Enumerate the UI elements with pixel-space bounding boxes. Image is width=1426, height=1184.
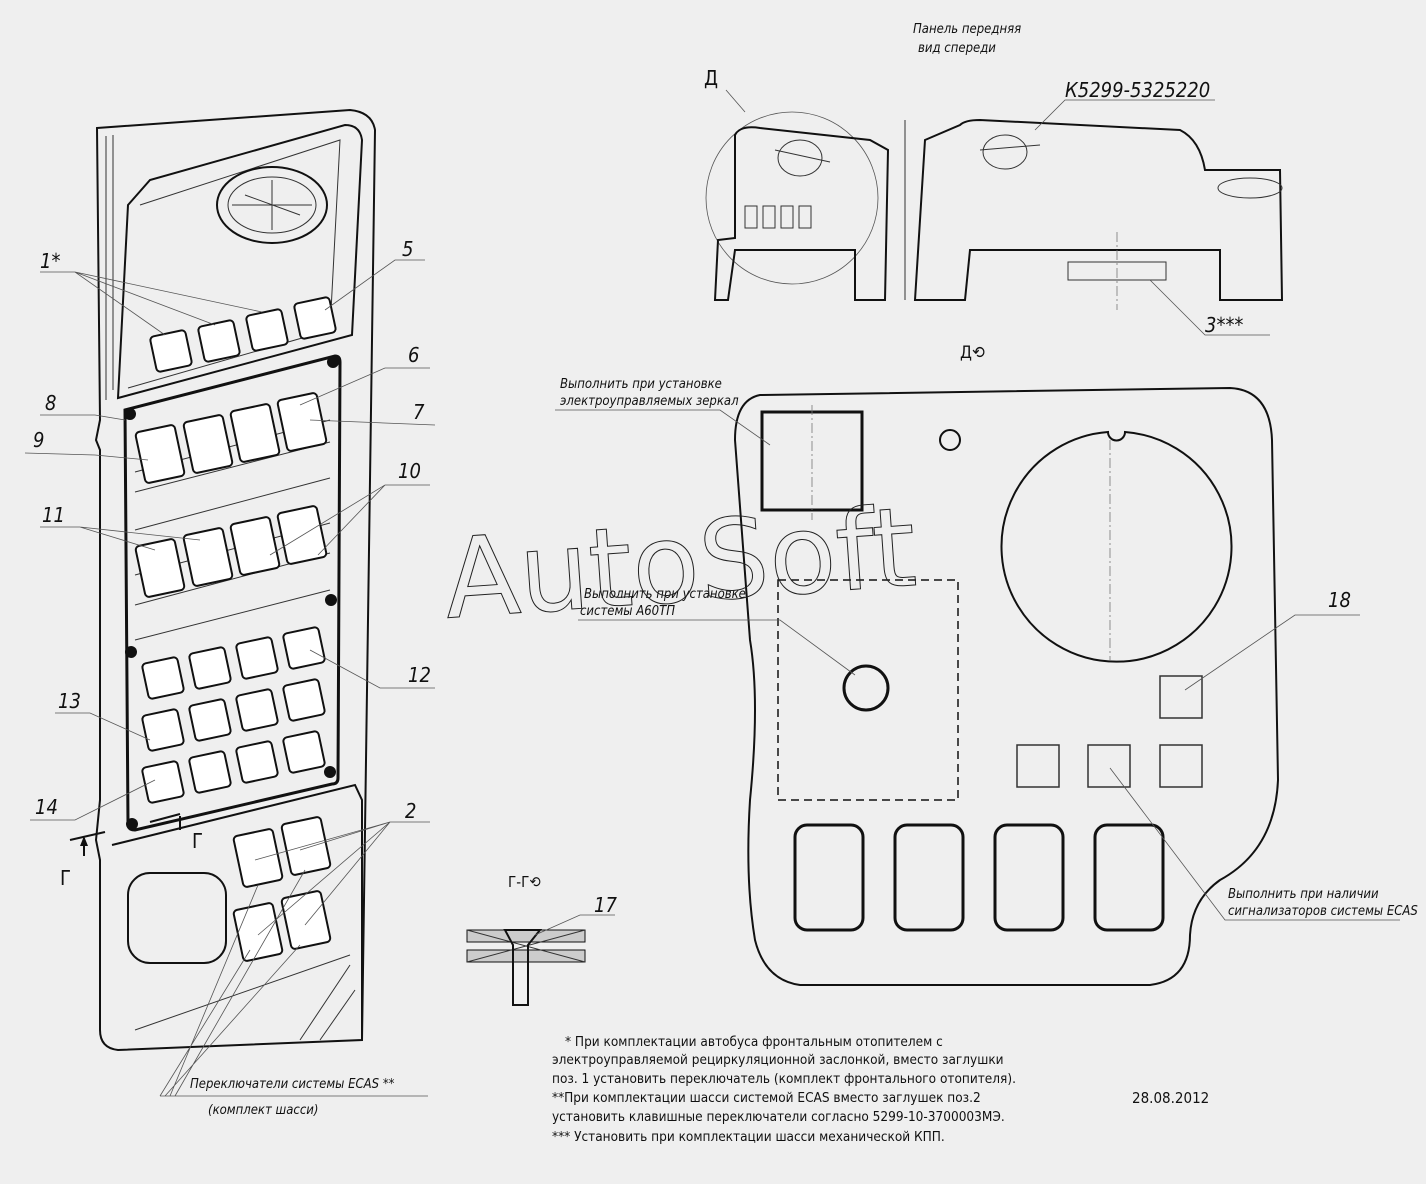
svg-text:9: 9 [33, 428, 44, 452]
svg-text:5: 5 [402, 237, 413, 261]
watermark: AutoSoft [440, 483, 920, 644]
logo-emblem [216, 166, 328, 244]
ecas-plug-3 [232, 902, 284, 962]
svg-text:14: 14 [35, 795, 58, 819]
svg-text:Выполнить при установке: Выполнить при установке [560, 377, 722, 392]
rocker-row-2 [134, 505, 328, 598]
left-panel [94, 108, 377, 1052]
date: 28.08.2012 [1132, 1089, 1209, 1107]
svg-text:1*: 1* [40, 249, 60, 273]
svg-text:7: 7 [413, 400, 425, 424]
small-switch [282, 626, 326, 670]
svg-text:электроуправляемой рециркуляци: электроуправляемой рециркуляционной засл… [552, 1052, 1004, 1068]
svg-text:Г-Г⟲: Г-Г⟲ [508, 873, 541, 891]
svg-text:11: 11 [42, 503, 65, 527]
svg-text:3***: 3*** [1205, 313, 1243, 337]
svg-text:вид спереди: вид спереди [918, 41, 996, 56]
svg-text:2: 2 [405, 799, 416, 823]
small-switch [235, 740, 279, 784]
notes: * При комплектации автобуса фронтальным … [552, 1034, 1209, 1145]
svg-text:Выполнить при установке: Выполнить при установке [584, 587, 746, 602]
svg-text:12: 12 [408, 663, 431, 687]
rocker-row-1 [134, 392, 328, 484]
svg-text:сигнализаторов системы ECAS: сигнализаторов системы ECAS [1228, 904, 1418, 919]
ecas-plug-4 [280, 890, 332, 950]
plug-button-2 [197, 319, 241, 363]
svg-text:Д⟲: Д⟲ [960, 343, 985, 363]
svg-text:электроуправляемых зеркал: электроуправляемых зеркал [560, 394, 739, 409]
heater-zone [777, 579, 959, 801]
svg-text:системы А60ТП: системы А60ТП [580, 604, 675, 619]
svg-text:Д: Д [704, 66, 718, 90]
svg-text:*** Установить при комплектаци: *** Установить при комплектации шасси ме… [552, 1129, 945, 1145]
svg-text:Г: Г [192, 829, 203, 853]
small-switch [188, 698, 232, 742]
view-d: Д⟲ Выполнить при установке электроуправл… [555, 343, 1418, 986]
small-switch [188, 750, 232, 794]
ecas-plug-1 [232, 828, 284, 888]
svg-text:Переключатели системы ECAS **: Переключатели системы ECAS ** [190, 1077, 395, 1092]
small-switch [282, 730, 326, 774]
fog-light-button [293, 296, 337, 340]
svg-text:поз. 1 установить переключател: поз. 1 установить переключатель (комплек… [552, 1071, 1016, 1087]
svg-text:6: 6 [408, 343, 419, 367]
small-switch [141, 656, 185, 700]
large-round-cutout [1000, 430, 1233, 663]
svg-text:* При комплектации автобуса фр: * При комплектации автобуса фронтальным … [565, 1034, 943, 1050]
svg-text:Г: Г [60, 866, 71, 890]
small-switch [188, 646, 232, 690]
small-switch [141, 760, 185, 804]
svg-text:Панель передняя: Панель передняя [913, 22, 1021, 37]
section-g-g: Г-Г⟲ 17 [466, 873, 617, 1006]
svg-text:установить клавишные переключа: установить клавишные переключатели согла… [552, 1109, 1005, 1125]
plug-button-3 [245, 308, 289, 352]
small-switch [282, 678, 326, 722]
kpp-plug [1067, 261, 1167, 281]
svg-text:18: 18 [1328, 588, 1351, 612]
cutout [127, 872, 227, 964]
svg-text:17: 17 [594, 893, 617, 917]
small-switch [141, 708, 185, 752]
svg-text:13: 13 [58, 689, 81, 713]
panel-outline [733, 386, 1280, 986]
front-panel-view: Панель передняя вид спереди Д К5299-5325… [704, 22, 1284, 337]
plug-button-1 [149, 329, 193, 373]
svg-text:(комплект шасси): (комплект шасси) [208, 1103, 318, 1118]
small-switch [235, 636, 279, 680]
small-switch [235, 688, 279, 732]
svg-text:10: 10 [398, 459, 421, 483]
svg-text:Выполнить при наличии: Выполнить при наличии [1228, 887, 1379, 902]
left-callouts: 1* 5 6 7 8 9 10 11 12 13 14 2 Переключат… [24, 237, 436, 1118]
svg-text:К5299-5325220: К5299-5325220 [1065, 78, 1210, 102]
small-switch-grid [141, 626, 326, 804]
svg-text:**При комплектации шасси систе: **При комплектации шасси системой ECAS в… [552, 1090, 981, 1106]
svg-text:8: 8 [45, 391, 56, 415]
detail-circle-d [705, 111, 879, 285]
